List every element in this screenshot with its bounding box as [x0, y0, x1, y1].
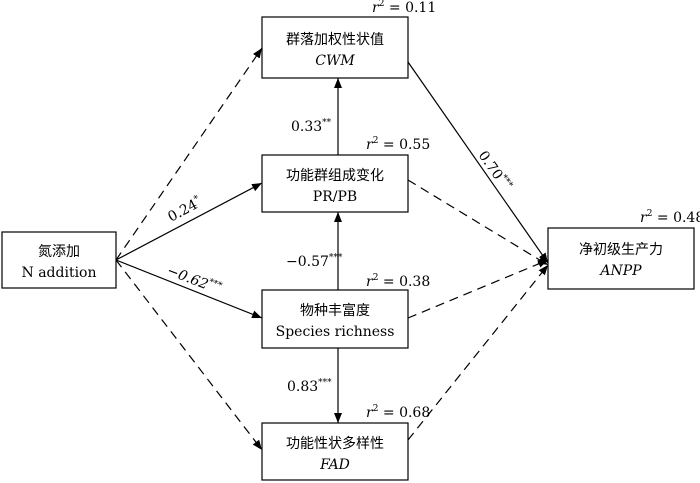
cwm-r2-label: r2 = 0.11: [372, 0, 436, 16]
cwm-label-en: CWM: [315, 53, 355, 69]
arrow-n-to-prpb: [115, 182, 263, 261]
arrow-species-to-anpp: [407, 259, 549, 319]
anpp-box: [547, 227, 695, 290]
species-label-zh: 物种丰富度: [300, 302, 370, 319]
coef-n-to-species: −0.62***: [165, 262, 224, 298]
coef-n-to-prpb: 0.24*: [165, 194, 205, 226]
arrow-n-to-species: [115, 259, 263, 319]
anpp-r2-label: r2 = 0.48: [640, 209, 700, 226]
species-box: [261, 289, 409, 349]
arrow-prpb-to-anpp: [407, 179, 549, 266]
n-addition-box: [1, 231, 117, 289]
fad-label-zh: 功能性状多样性: [286, 435, 384, 452]
cwm-label-zh: 群落加权性状值: [286, 32, 384, 48]
prpb-r2-label: r2 = 0.55: [366, 136, 430, 153]
species-r2-label: r2 = 0.38: [366, 273, 430, 290]
coef-species-to-prpb: −0.57***: [286, 253, 343, 270]
fad-label-en: FAD: [319, 457, 350, 473]
coef-species-to-fad: 0.83***: [287, 378, 332, 395]
n-addition-label-zh: 氮添加: [38, 244, 80, 260]
prpb-label-zh: 功能群组成变化: [286, 168, 384, 184]
fad-box: [261, 422, 409, 481]
arrow-fad-to-anpp: [407, 264, 549, 441]
anpp-label-zh: 净初级生产力: [579, 241, 663, 258]
arrow-n-to-fad: [115, 259, 263, 451]
anpp-label-en: ANPP: [598, 263, 642, 279]
arrow-cwm-to-anpp: [407, 61, 549, 264]
cwm-box: [261, 16, 409, 79]
species-label-en: Species richness: [276, 324, 395, 340]
prpb-label-en: PR/PB: [313, 189, 357, 205]
arrow-n-to-cwm: [115, 47, 263, 261]
coef-prpb-to-cwm: 0.33**: [291, 118, 332, 135]
prpb-box: [261, 154, 409, 213]
n-addition-label-en: N addition: [22, 265, 97, 281]
fad-r2-label: r2 = 0.68: [366, 404, 430, 421]
